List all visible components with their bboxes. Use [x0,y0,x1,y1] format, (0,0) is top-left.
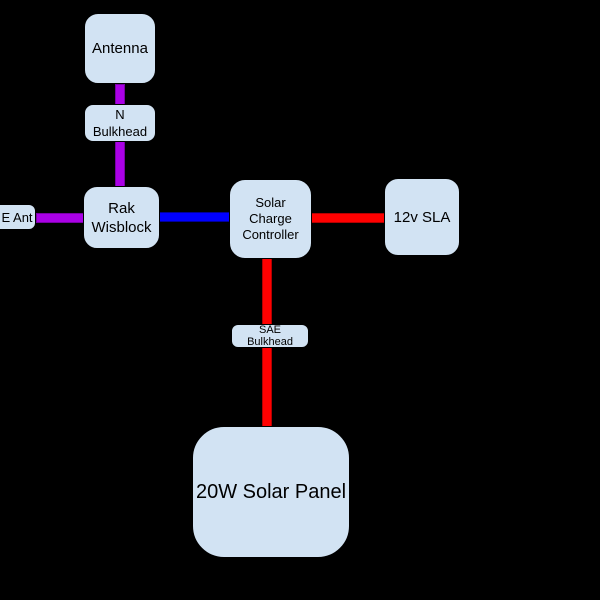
wire-n-bulkhead-to-rak-wisblock [115,141,125,187]
wire-e-ant-to-rak-wisblock [36,213,84,223]
node-n-bulkhead: N Bulkhead [84,104,156,142]
node-solar-charge-controller: Solar Charge Controller [229,179,312,259]
wire-solar-charge-controller-to-12v-sla [311,213,385,223]
node-antenna: Antenna [84,13,156,84]
wire-rak-wisblock-to-solar-charge-controller [159,212,230,222]
node-sae-bulkhead: SAE Bulkhead [231,324,309,348]
node-20w-solar-panel: 20W Solar Panel [192,426,350,558]
wire-antenna-to-n-bulkhead [115,84,125,105]
node-e-ant: E Ant [0,204,36,230]
node-rak-wisblock: Rak Wisblock [83,186,160,249]
node-12v-sla-battery: 12v SLA [384,178,460,256]
